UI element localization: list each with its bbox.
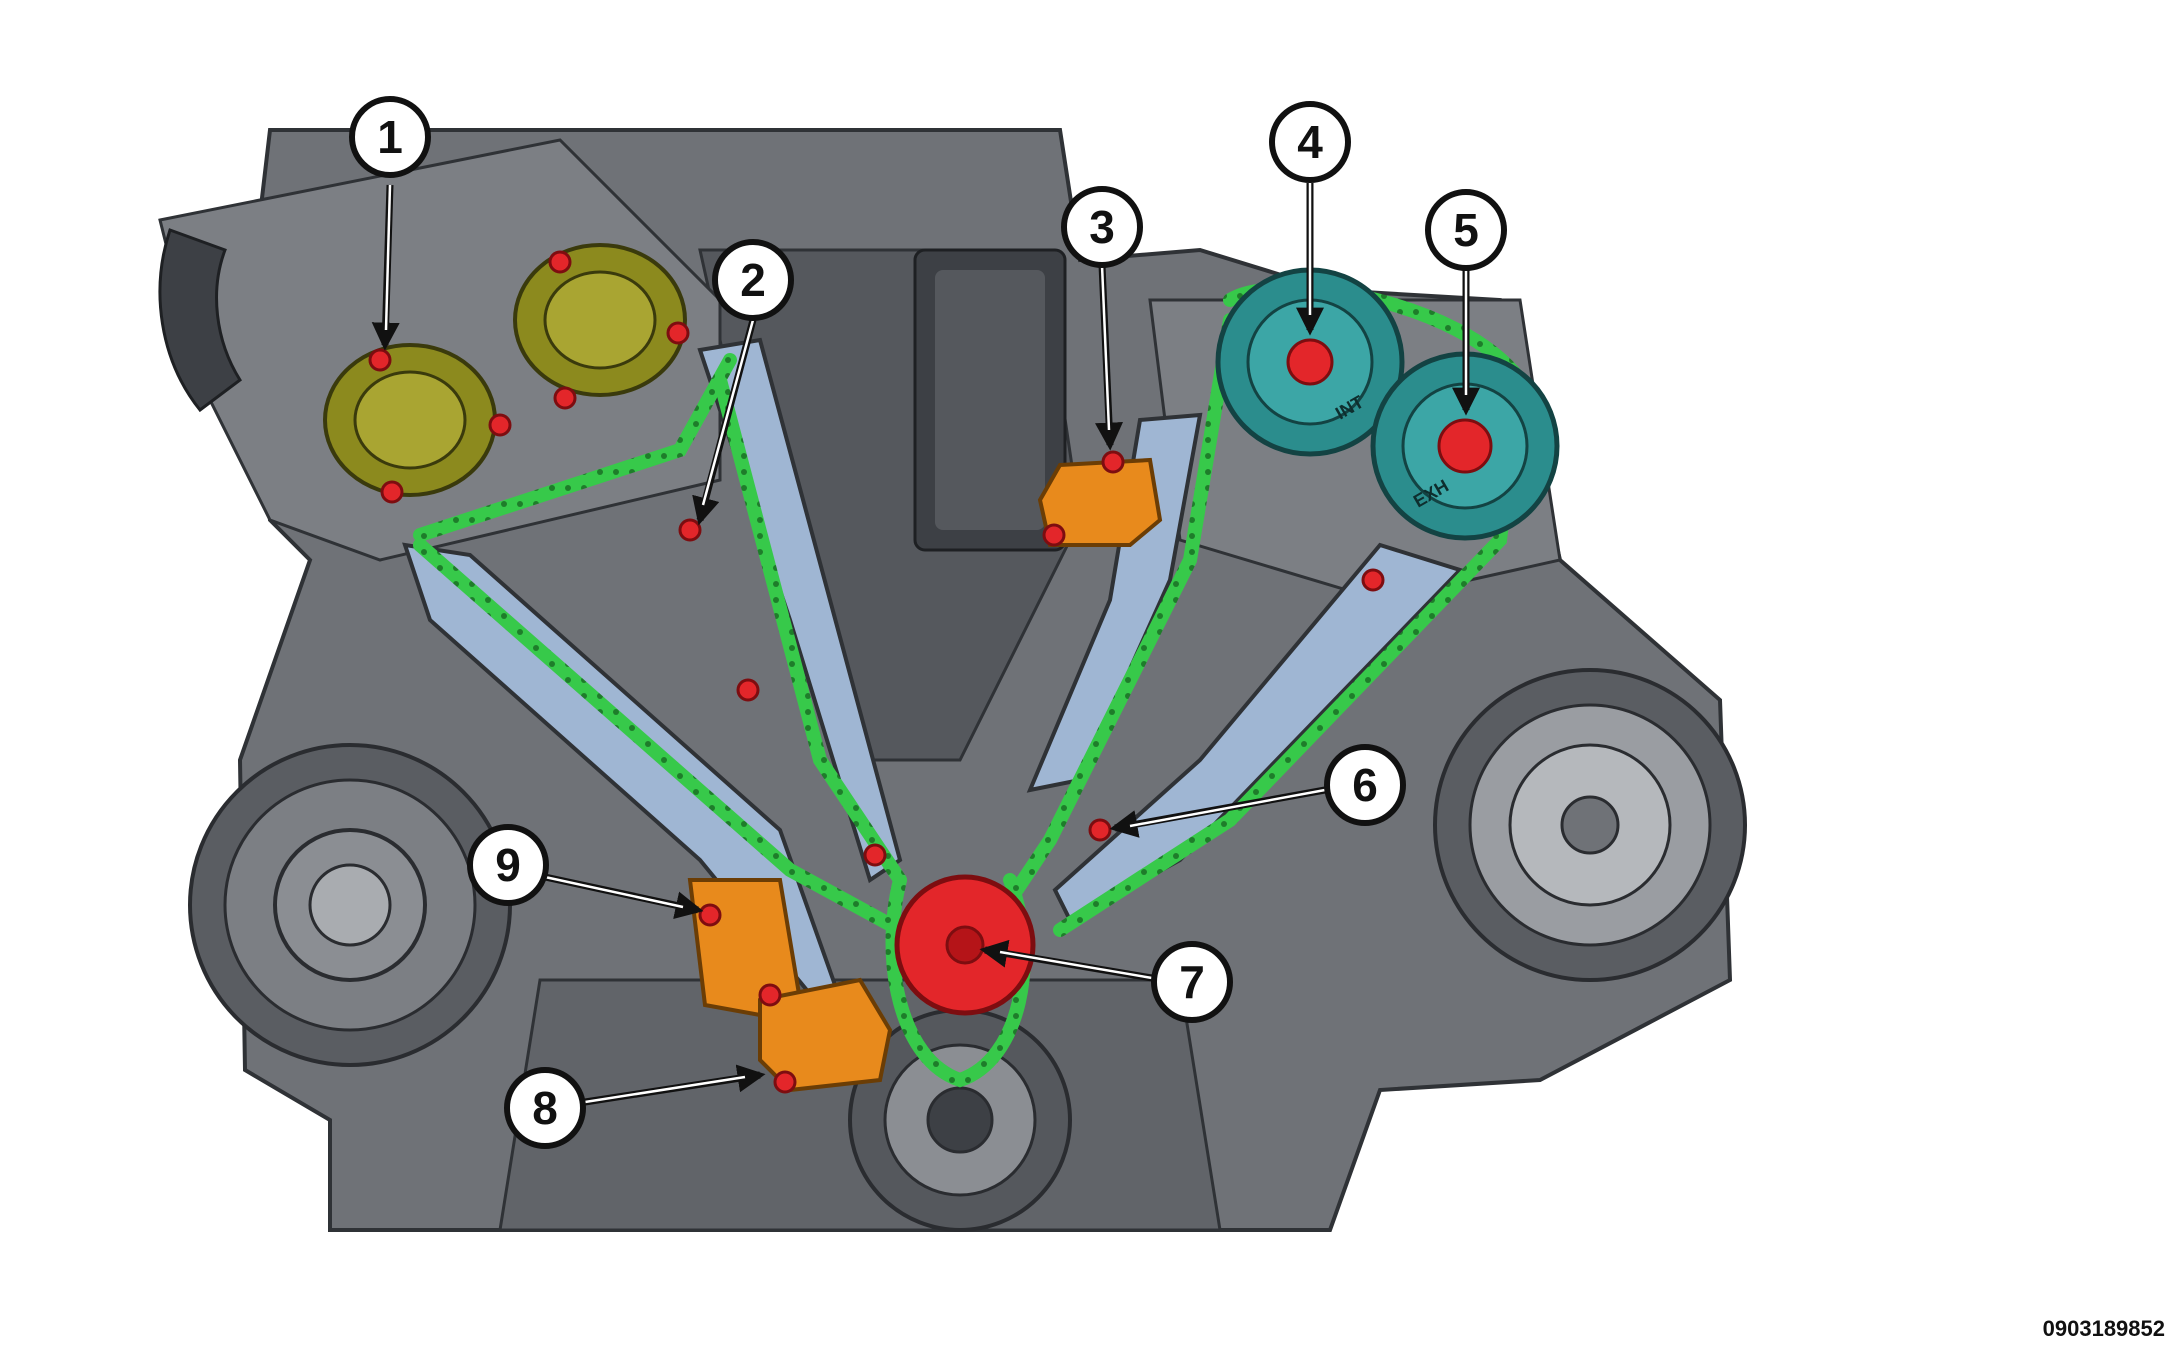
callout-9: 9: [467, 824, 549, 906]
bolt: [736, 678, 760, 702]
lower-tensioner-body: [758, 977, 893, 1093]
bolt: [773, 1070, 797, 1094]
bolt: [698, 903, 722, 927]
leader-lines: [371, 183, 1480, 1106]
callout-4: 4: [1269, 101, 1351, 183]
callout-2-label: 2: [740, 254, 766, 306]
callout-6-label: 6: [1352, 759, 1378, 811]
ac-compressor: [1433, 668, 1747, 982]
bolt: [1088, 818, 1112, 842]
callout-5: 5: [1425, 189, 1507, 271]
callout-9-label: 9: [495, 839, 521, 891]
bolt: [1437, 418, 1493, 474]
left-bank-chain: [413, 353, 907, 937]
callout-1: 1: [349, 96, 431, 178]
callout-3-label: 3: [1089, 201, 1115, 253]
callout-4-label: 4: [1297, 116, 1323, 168]
callout-8: 8: [504, 1067, 586, 1149]
crank-sprocket: [894, 874, 1036, 1016]
callout-7-label: 7: [1179, 956, 1205, 1008]
bolt: [863, 843, 887, 867]
callout-3: 3: [1061, 186, 1143, 268]
bolt: [678, 518, 702, 542]
callout-2: 2: [712, 239, 794, 321]
callout-7: 7: [1151, 941, 1233, 1023]
right-inner-chain: [1003, 313, 1237, 907]
bolt: [1101, 450, 1125, 474]
bolt: [666, 321, 690, 345]
intake-pipe: [158, 228, 243, 413]
vacuum-pump: [323, 243, 687, 497]
bolt: [380, 480, 404, 504]
bolts: [368, 250, 1493, 1094]
bolt: [368, 348, 392, 372]
callout-5-label: 5: [1453, 204, 1479, 256]
bolt: [758, 983, 782, 1007]
bolt: [1042, 523, 1066, 547]
bolt: [553, 386, 577, 410]
bolt: [1286, 338, 1334, 386]
callout-8-label: 8: [532, 1082, 558, 1134]
left-inner-chain: [713, 373, 907, 887]
bolt: [1361, 568, 1385, 592]
alternator: [188, 743, 512, 1067]
crank-pulley: [848, 1008, 1072, 1232]
bolt: [488, 413, 512, 437]
bolt: [548, 250, 572, 274]
callout-6: 6: [1324, 744, 1406, 826]
tensioners: [687, 457, 1163, 1093]
figure-id: 0903189852: [2042, 1316, 2165, 1341]
upper-tensioner: [1037, 457, 1163, 547]
callout-1-label: 1: [377, 111, 403, 163]
